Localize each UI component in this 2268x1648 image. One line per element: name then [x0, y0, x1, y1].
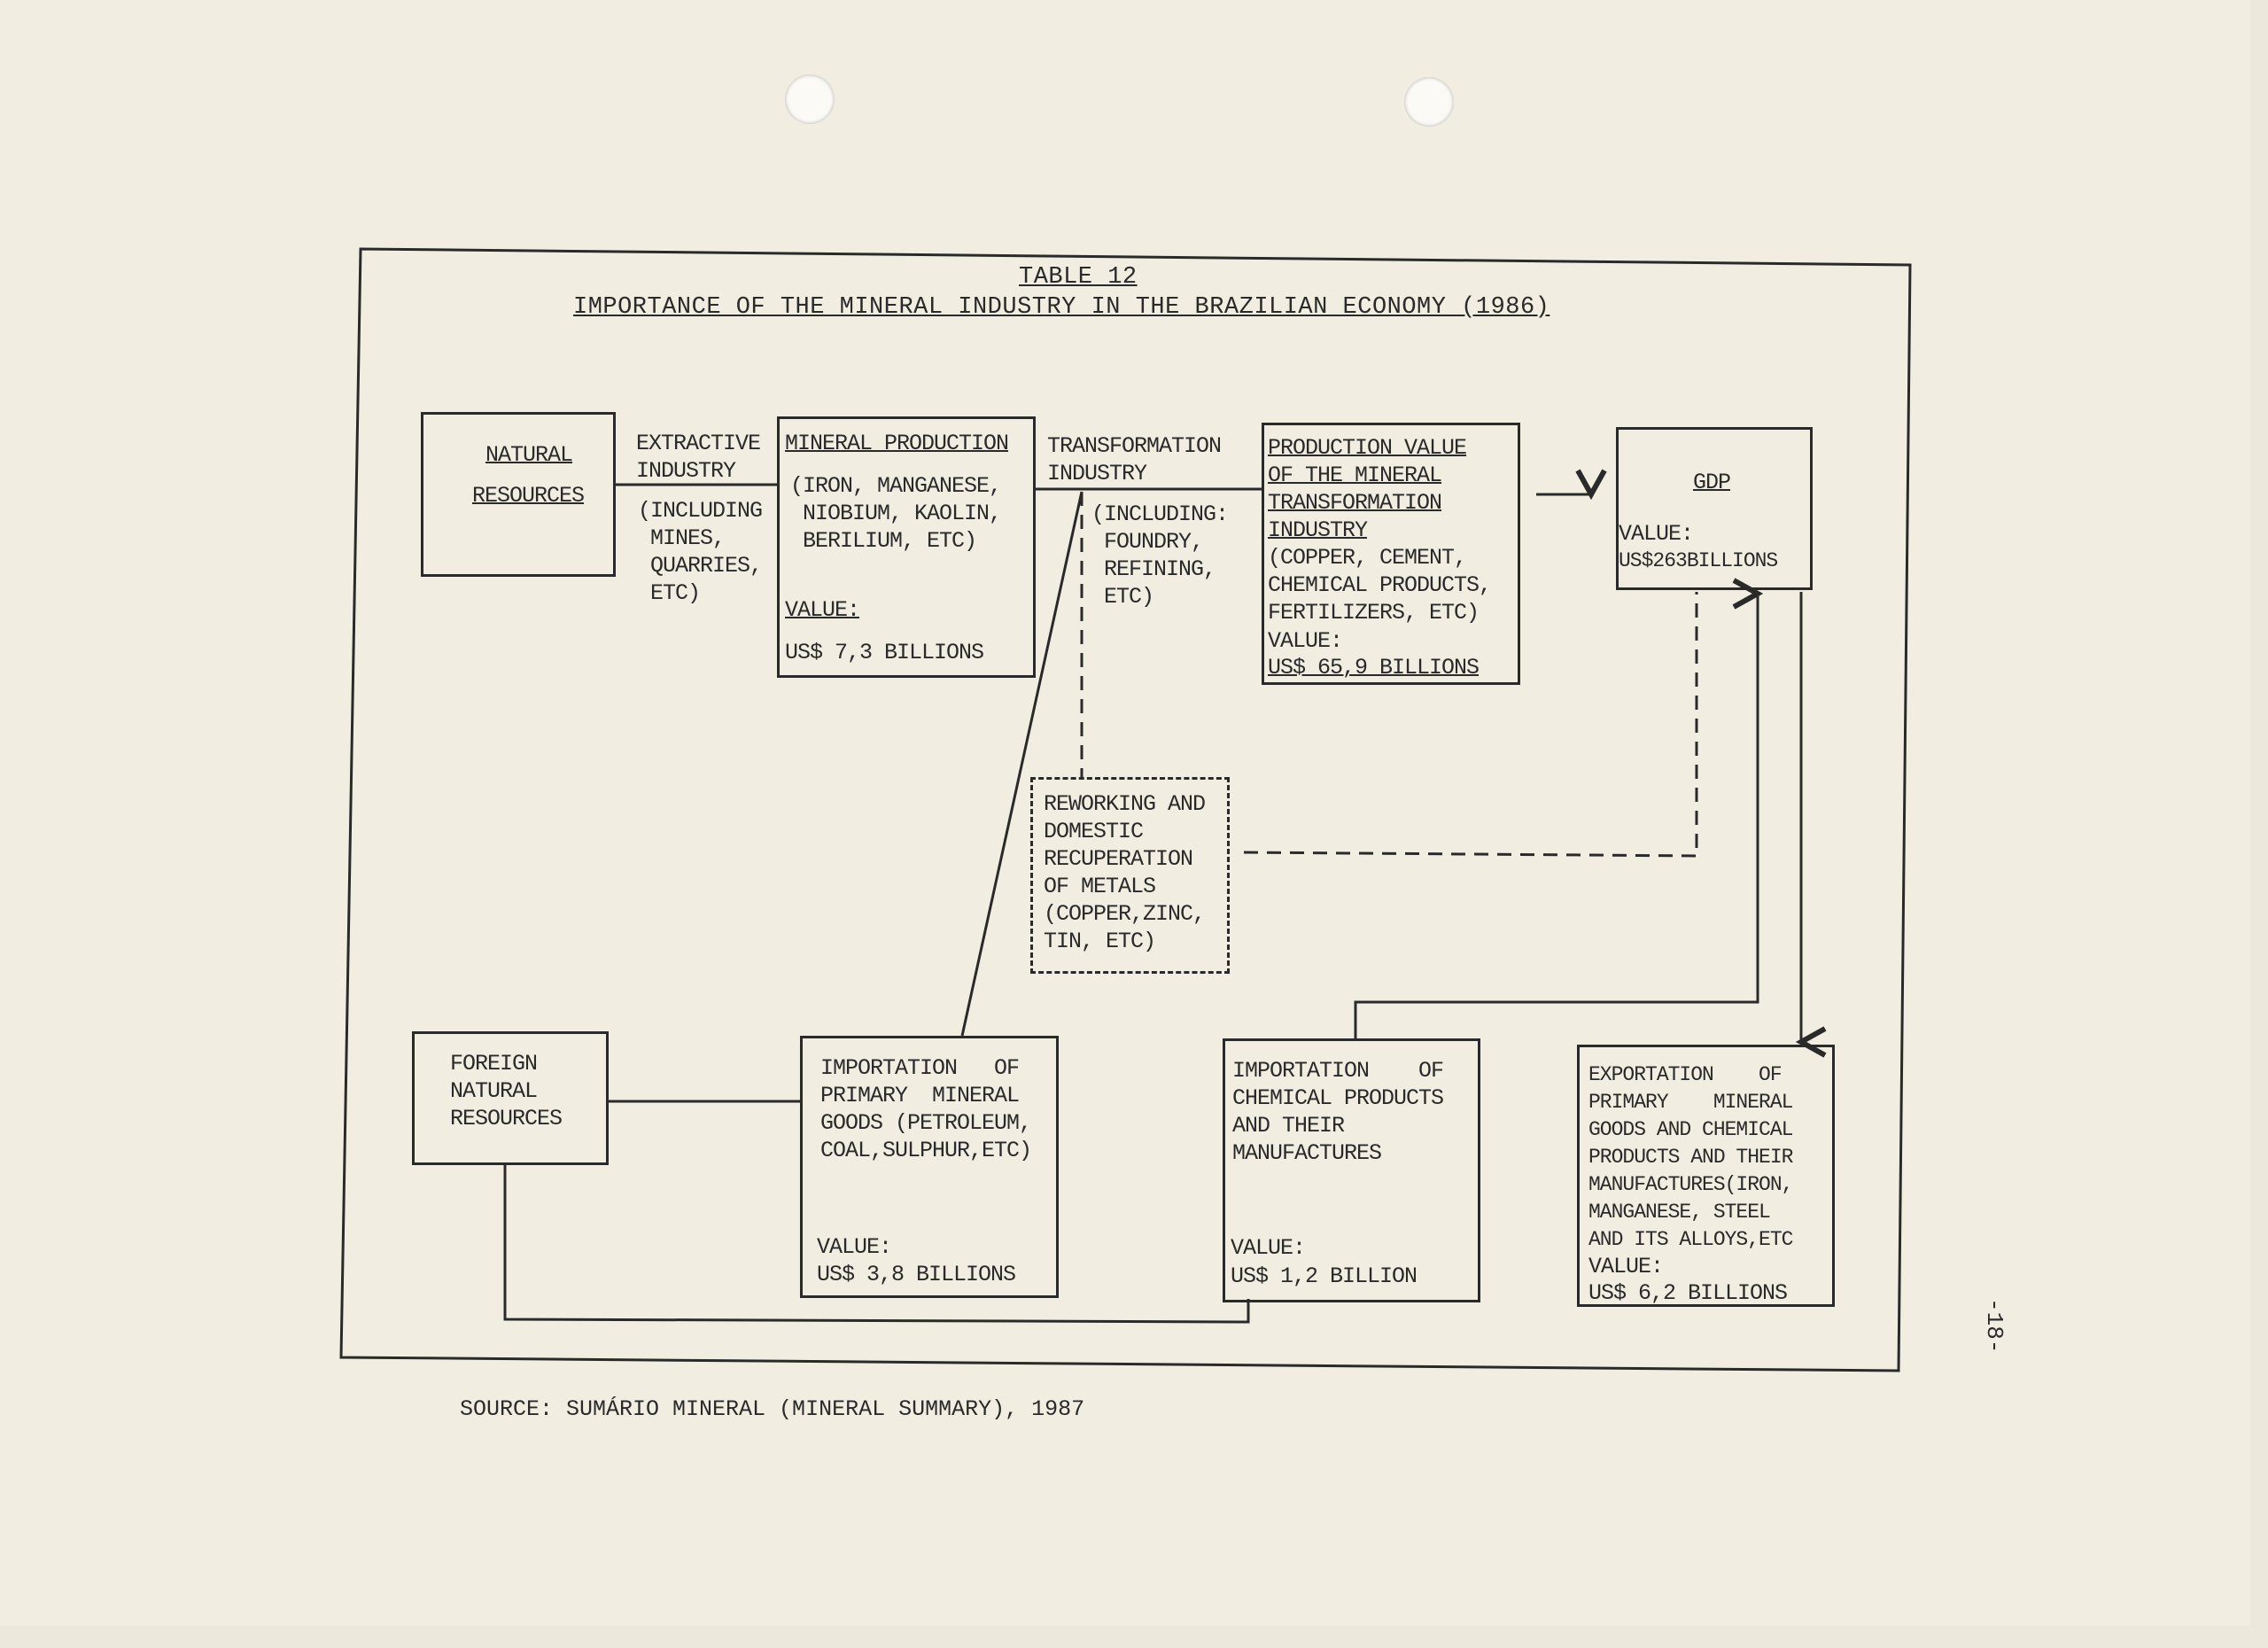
import-primary-box: IMPORTATION OF PRIMARY MINERAL GOODS (PE… [800, 1036, 1059, 1298]
mineral-production-box: MINERAL PRODUCTION (IRON, MANGANESE, NIO… [777, 416, 1036, 678]
import-primary-value: US$ 3,8 BILLIONS [817, 1262, 1016, 1287]
gdp-value-label: VALUE: [1619, 521, 1694, 547]
mineral-production-value: US$ 7,3 BILLIONS [785, 640, 984, 665]
production-value-value: US$ 65,9 BILLIONS [1268, 655, 1480, 680]
chemical-to-gdp-line [1354, 594, 1758, 1038]
reworking-label: REWORKING AND DOMESTIC RECUPERATION OF M… [1044, 791, 1206, 954]
export-value-label: VALUE: [1588, 1254, 1664, 1279]
source-note: SOURCE: SUMÁRIO MINERAL (MINERAL SUMMARY… [460, 1396, 1085, 1422]
foreign-resources-box: FOREIGN NATURAL RESOURCES [412, 1031, 609, 1165]
import-chemical-value-label: VALUE: [1231, 1235, 1306, 1261]
resources-label: RESOURCES [472, 483, 585, 509]
import-to-transformation-line [960, 491, 1084, 1037]
import-primary-value-label: VALUE: [817, 1234, 892, 1260]
punch-hole [785, 74, 835, 124]
table-label: TABLE 12 [1019, 264, 1138, 291]
transformation-industry-detail: (INCLUDING: FOUNDRY, REFINING, ETC) [1091, 501, 1229, 610]
transformation-industry-label: TRANSFORMATION INDUSTRY [1047, 433, 1222, 486]
production-value-value-label: VALUE: [1268, 628, 1343, 654]
production-value-detail: (COPPER, CEMENT, CHEMICAL PRODUCTS, FERT… [1268, 545, 1492, 626]
gdp-box: GDP VALUE: US$263BILLIONS [1616, 427, 1813, 590]
import-primary-label: IMPORTATION OF PRIMARY MINERAL GOODS (PE… [820, 1055, 1032, 1163]
extractive-industry-label: EXTRACTIVE INDUSTRY [636, 431, 761, 484]
mineral-production-label: MINERAL PRODUCTION [785, 431, 1009, 456]
export-box: EXPORTATION OF PRIMARY MINERAL GOODS AND… [1577, 1045, 1835, 1307]
natural-resources-box: NATURAL RESOURCES [421, 412, 616, 577]
mineral-production-detail: (IRON, MANGANESE, NIOBIUM, KAOLIN, BERIL… [790, 473, 1002, 554]
import-chemical-label: IMPORTATION OF CHEMICAL PRODUCTS AND THE… [1232, 1058, 1444, 1166]
export-value: US$ 6,2 BILLIONS [1588, 1280, 1788, 1306]
import-chemical-box: IMPORTATION OF CHEMICAL PRODUCTS AND THE… [1223, 1038, 1480, 1302]
page-number: -18- [1981, 1298, 2008, 1354]
foreign-resources-label: FOREIGN NATURAL RESOURCES [450, 1051, 563, 1131]
gdp-value: US$263BILLIONS [1619, 549, 1778, 572]
import-chemical-value: US$ 1,2 BILLION [1231, 1263, 1418, 1289]
gdp-label: GDP [1693, 470, 1731, 495]
foreign-to-chemical-line [503, 1165, 1250, 1324]
production-value-label: PRODUCTION VALUE OF THE MINERAL TRANSFOR… [1268, 435, 1467, 543]
production-value-box: PRODUCTION VALUE OF THE MINERAL TRANSFOR… [1262, 423, 1520, 685]
mineral-production-value-label: VALUE: [785, 597, 860, 623]
reworking-box: REWORKING AND DOMESTIC RECUPERATION OF M… [1030, 777, 1230, 974]
reworking-to-gdp-dashed [1243, 592, 1698, 858]
export-label: EXPORTATION OF PRIMARY MINERAL GOODS AND… [1588, 1063, 1793, 1251]
outer-frame [339, 247, 1912, 1372]
natural-label: NATURAL [485, 442, 573, 468]
extractive-industry-detail: (INCLUDING MINES, QUARRIES, ETC) [638, 498, 763, 606]
punch-hole [1404, 77, 1454, 127]
page-title: IMPORTANCE OF THE MINERAL INDUSTRY IN TH… [573, 294, 1550, 321]
paper-page [0, 0, 2250, 1626]
